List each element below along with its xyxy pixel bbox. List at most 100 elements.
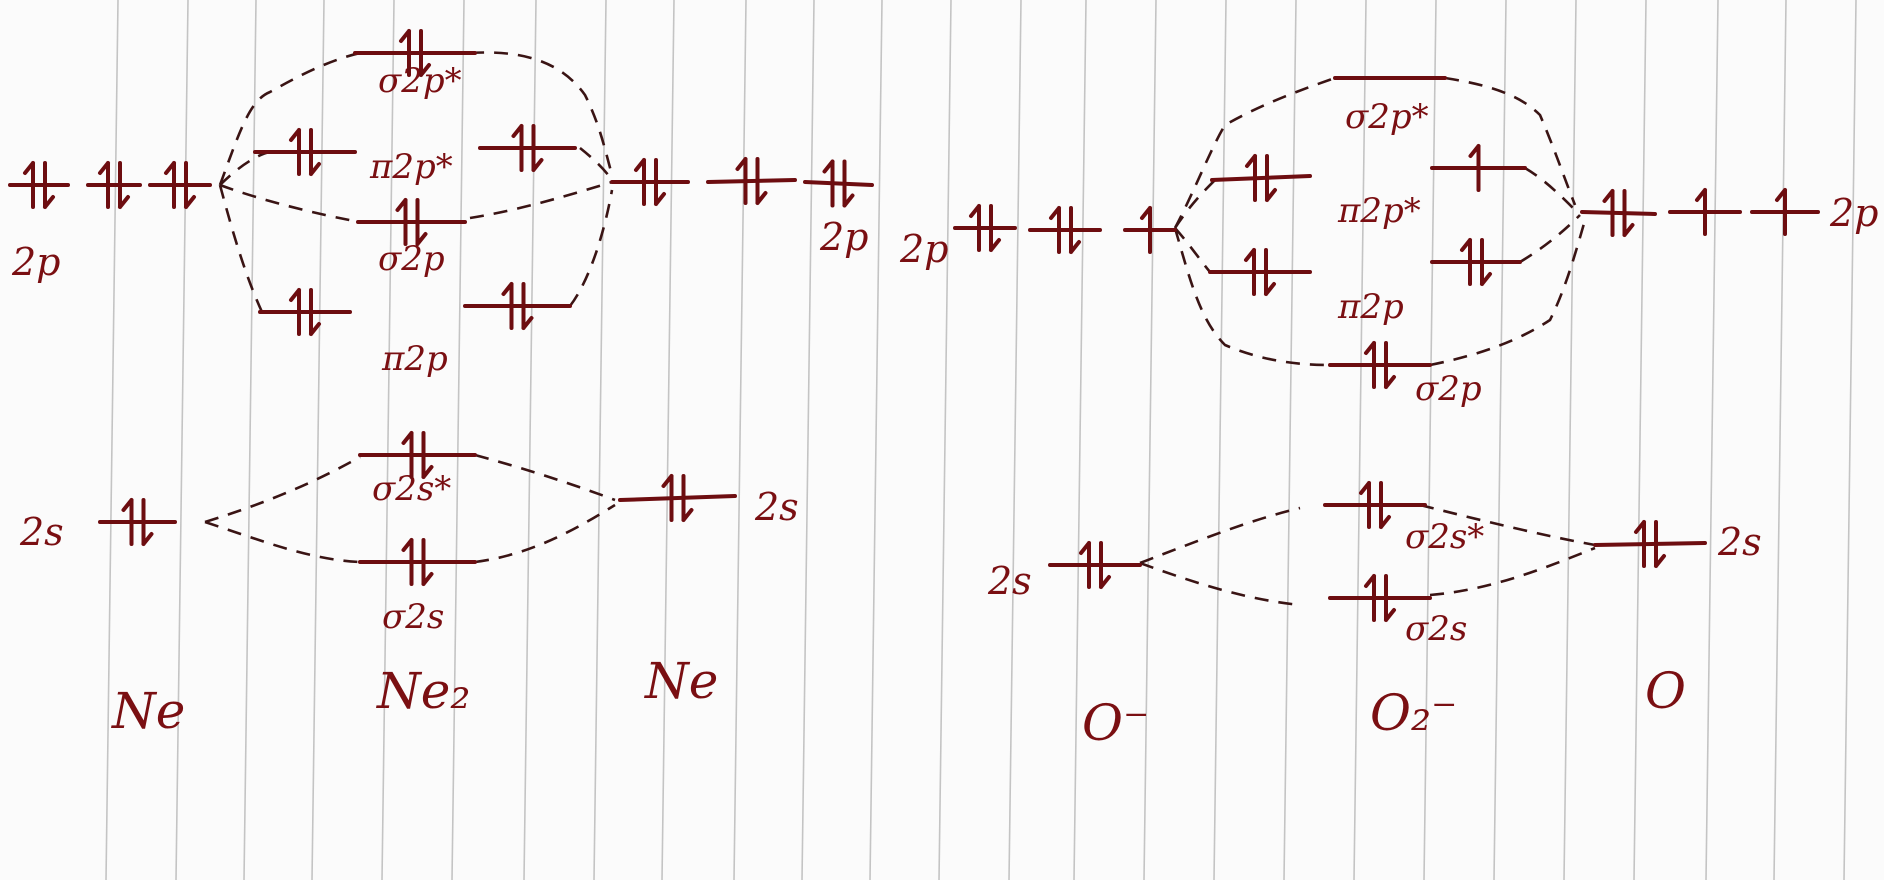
o-2p-label: 2p <box>1829 191 1879 235</box>
notebook-rule-line <box>1073 0 1087 880</box>
ne-left-2p-level-2-electron-up <box>98 161 110 209</box>
ne-right-2p-level-2-electron-up <box>735 157 748 205</box>
ne-right-2p-level-3-electron-down <box>842 159 855 208</box>
notebook-rule-line <box>105 0 119 880</box>
o2-sigma2p-label: σ2p <box>1415 369 1482 409</box>
ne2-pi2p-star-level-2-electron-up <box>511 124 524 172</box>
notebook-rule-line <box>1705 0 1719 880</box>
o-name: O <box>1645 662 1686 720</box>
o2-pi2p-label: π2p <box>1337 287 1404 327</box>
notebook-rule-line <box>1563 0 1577 880</box>
o-anion-2s-level-electron-down <box>1099 541 1111 589</box>
notebook-rule-line <box>938 0 952 880</box>
o2-anion-molecule: σ2p* π2p* π2p σ2p σ2s* σ2s O₂⁻ <box>1208 76 1527 742</box>
ne-left-2s-level-electron-up <box>121 498 134 546</box>
ne2-sigma2p-label: σ2p <box>378 239 445 279</box>
ne-left-atom: 2p 2s Ne <box>8 183 212 740</box>
o2-sigma2s-star-level-electron-down <box>1379 481 1391 529</box>
ne2-sigma2p-level-electron-down <box>415 198 428 246</box>
o-2p-level-3-electron-up <box>1775 188 1787 236</box>
o-anion-2s-level-electron-up <box>1079 541 1091 589</box>
ne-left-2s-label: 2s <box>19 510 64 554</box>
ne2-pi2p-level-1-electron-down <box>309 288 321 336</box>
notebook-rule-line <box>1008 0 1022 880</box>
o-atom: 2p 2s O <box>1580 191 1879 720</box>
o-2p-level-1 <box>1580 210 1657 216</box>
o2-pi2p-star-level-1 <box>1210 174 1312 182</box>
notebook-rule-line <box>1423 0 1437 880</box>
notebook-rule-line <box>1773 0 1787 880</box>
notebook-rule-line <box>661 0 675 880</box>
notebook-rule-line <box>1633 0 1647 880</box>
o2-pi2p-level-2-electron-down <box>1480 238 1492 286</box>
notebook-rule-line <box>311 0 325 880</box>
o2-sigma2p-star-label: σ2p* <box>1345 97 1429 137</box>
notebook-rule-line <box>1353 0 1367 880</box>
o2-sigma2s-level-electron-up <box>1364 574 1376 622</box>
notebook-rule-line <box>1283 0 1297 880</box>
notebook-rule-line <box>175 0 189 880</box>
notebook-rule-line <box>381 0 395 880</box>
ne2-pi2p-level-2-electron-down <box>521 282 534 330</box>
ne2-pi2p-star-level-2-electron-down <box>531 124 544 172</box>
o2-pi2p-level-1-electron-down <box>1264 248 1276 296</box>
o2-pi2p-star-level-1-electron-down <box>1265 154 1277 202</box>
notebook-rule-line <box>1493 0 1507 880</box>
o-anion-2s-label: 2s <box>987 559 1032 603</box>
ne-left-2s-level-electron-down <box>141 498 154 546</box>
ne2-name: Ne₂ <box>376 662 470 720</box>
ne2-pi2p-level-2-electron-up <box>501 282 514 330</box>
o-anion-2p-level-2-electron-up <box>1049 206 1061 254</box>
correlation-lines-right <box>1139 76 1596 607</box>
notebook-rule-line <box>1143 0 1157 880</box>
o-anion-2p-label: 2p <box>899 227 949 271</box>
ne-left-name: Ne <box>111 682 185 740</box>
o-anion-2p-level-1-electron-up <box>969 204 981 252</box>
ne2-sigma2p-level-electron-up <box>395 198 408 246</box>
o-2p-level-1-electron-up <box>1602 189 1615 237</box>
ne2-sigma2s-star-level-electron-down <box>421 431 434 479</box>
o-2s-level-electron-up <box>1634 520 1646 568</box>
ne2-pi2p-star-level-1-electron-up <box>289 128 301 176</box>
ne2-sigma2s-level-electron-up <box>401 538 414 586</box>
o2-sigma2s-level-electron-down <box>1384 574 1396 622</box>
ne-left-2p-level-1-electron-down <box>43 161 55 209</box>
ne-right-2s-label: 2s <box>754 485 799 529</box>
ne-right-2p-level-3-electron-up <box>822 159 835 208</box>
o2-anion-diagram: 2p 2s O⁻ σ2p* π2p* π2p σ2p σ2s* σ2s O₂⁻ <box>899 76 1879 752</box>
ne2-pi2p-label: π2p <box>381 339 448 379</box>
notebook-rule-line <box>801 0 815 880</box>
ne2-sigma2p-star-level-electron-down <box>419 29 431 77</box>
o-anion-name: O⁻ <box>1082 694 1149 752</box>
o2-sigma2s-star-label: σ2s* <box>1405 517 1484 557</box>
o-anion-2p-level-2-electron-down <box>1069 206 1081 254</box>
ne-left-2p-level-3-electron-up <box>164 161 176 209</box>
ne-right-atom: 2p 2s Ne <box>610 178 874 710</box>
ne-right-2p-level-1-electron-up <box>634 158 646 206</box>
electron-arrows <box>23 29 1787 622</box>
notebook-rule-line <box>1213 0 1227 880</box>
ne-right-2p-level-2-electron-down <box>755 157 768 205</box>
o2-sigma2s-label: σ2s <box>1405 609 1467 649</box>
ne2-diagram: 2p 2s Ne σ2p* π2p* σ2p π2p σ2s* σ2s Ne₂ <box>8 51 874 740</box>
correlation-lines <box>204 51 616 564</box>
ne-right-2s-level-electron-down <box>681 474 694 522</box>
ne-right-name: Ne <box>644 652 718 710</box>
ne2-pi2p-level-1-electron-up <box>289 288 301 336</box>
o2-pi2p-star-level-2-electron-up <box>1468 144 1481 192</box>
ne2-sigma2s-star-level-electron-up <box>401 431 414 479</box>
notebook-rules <box>105 0 1857 880</box>
o-2s-level <box>1593 541 1707 547</box>
o2-pi2p-level-2-electron-up <box>1460 238 1472 286</box>
ne2-pi2p-star-level-1-electron-down <box>309 128 321 176</box>
notebook-rule-line <box>869 0 883 880</box>
o-anion-2p-level-3-electron-up <box>1140 206 1152 254</box>
o2-pi2p-star-level-1-electron-up <box>1245 154 1257 202</box>
o-anion-2p-level-1-electron-down <box>989 204 1001 252</box>
o2-sigma2p-level-electron-down <box>1384 341 1396 389</box>
ne-right-2s-level <box>618 494 737 502</box>
ne-right-2p-level-2 <box>706 178 797 184</box>
o-2p-level-1-electron-down <box>1622 189 1635 237</box>
ne-left-2p-level-3-electron-down <box>184 161 196 209</box>
